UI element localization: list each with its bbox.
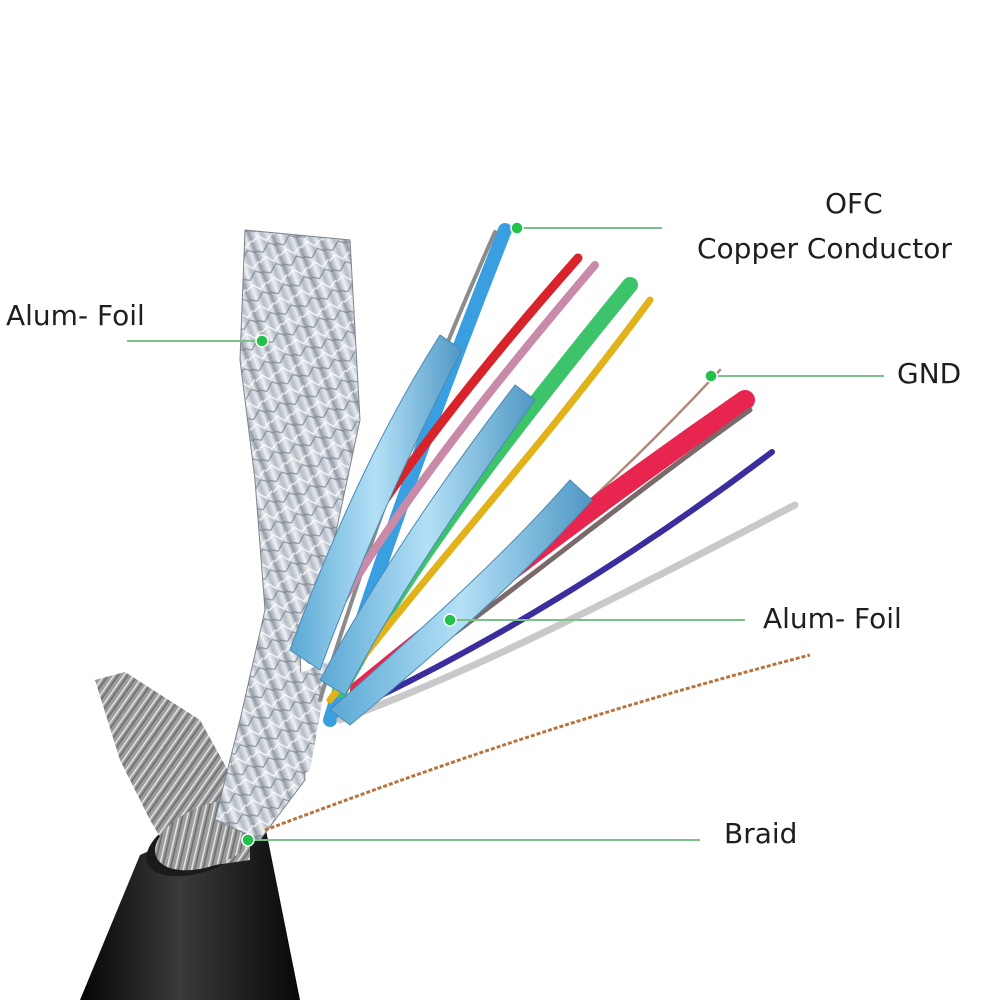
label-alum-foil-inner: Alum- Foil	[763, 602, 902, 635]
outer-alum-foil	[214, 229, 361, 841]
label-ofc: OFC	[825, 187, 883, 220]
wire-white	[336, 501, 799, 724]
dot-braid	[241, 833, 255, 847]
dot-alum-foil-inner	[443, 613, 457, 627]
dot-alum-foil-top	[255, 334, 269, 348]
dot-ofc	[510, 221, 524, 235]
label-copper-conductor: Copper Conductor	[697, 232, 952, 265]
dot-gnd	[704, 369, 718, 383]
leader-lines	[127, 227, 884, 841]
label-alum-foil-outer: Alum- Foil	[6, 299, 145, 332]
wire-purple	[347, 449, 775, 713]
copper-braid-strand	[264, 653, 811, 832]
label-gnd: GND	[897, 357, 962, 390]
inner-blue-shields	[289, 334, 593, 726]
marker-dots	[241, 221, 718, 847]
label-braid: Braid	[724, 817, 798, 850]
